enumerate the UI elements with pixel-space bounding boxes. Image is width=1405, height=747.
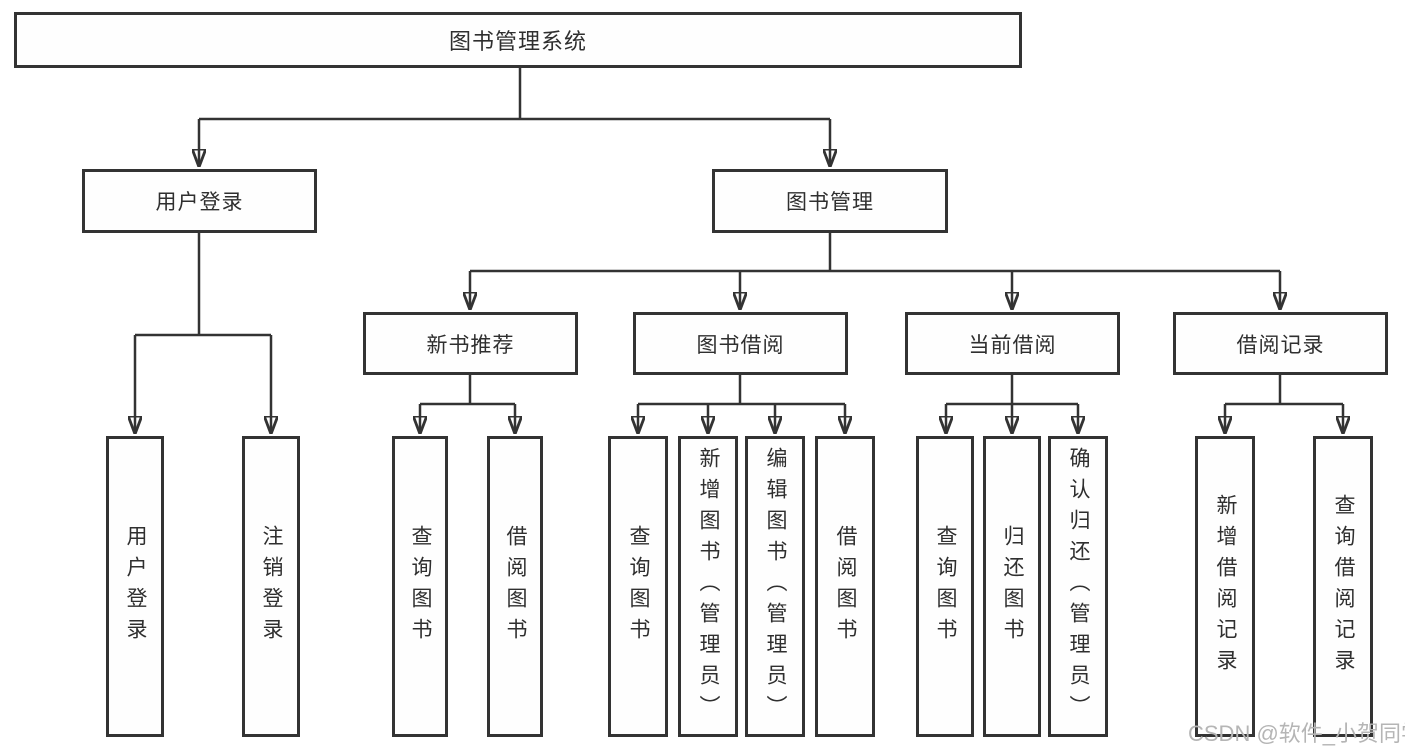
leaf-return-book: 归还图书	[983, 436, 1041, 737]
node-borrow-records: 借阅记录	[1173, 312, 1388, 375]
leaf-logout: 注销登录	[242, 436, 300, 737]
node-book-borrowing: 图书借阅	[633, 312, 848, 375]
leaf-recommend-borrow-books: 借阅图书	[487, 436, 543, 737]
csdn-watermark: CSDN @软件_小贺同学	[1188, 721, 1405, 746]
edge-book-management-trunk	[470, 233, 1280, 273]
node-book-management: 图书管理	[712, 169, 948, 233]
edge-user-login-trunk	[135, 233, 271, 337]
edge-records-trunk	[1225, 375, 1343, 406]
edge-root-trunk	[199, 68, 830, 121]
node-root-system: 图书管理系统	[14, 12, 1022, 68]
node-new-book-recommend: 新书推荐	[363, 312, 578, 375]
leaf-confirm-return-admin: 确认归还（管理员）	[1048, 436, 1108, 737]
edge-recommend-trunk	[420, 375, 515, 406]
leaf-current-query-books: 查询图书	[916, 436, 974, 737]
edge-borrowing-trunk	[638, 375, 845, 406]
leaf-borrowing-query-books: 查询图书	[608, 436, 668, 737]
node-user-login: 用户登录	[82, 169, 317, 233]
leaf-add-book-admin: 新增图书（管理员）	[678, 436, 738, 737]
leaf-add-borrow-record: 新增借阅记录	[1195, 436, 1255, 737]
leaf-query-borrow-record: 查询借阅记录	[1313, 436, 1373, 737]
leaf-recommend-query-books: 查询图书	[392, 436, 448, 737]
leaf-user-login: 用户登录	[106, 436, 164, 737]
leaf-edit-book-admin: 编辑图书（管理员）	[745, 436, 805, 737]
node-current-borrowing: 当前借阅	[905, 312, 1120, 375]
leaf-borrowing-borrow-books: 借阅图书	[815, 436, 875, 737]
edge-current-trunk	[946, 375, 1078, 406]
